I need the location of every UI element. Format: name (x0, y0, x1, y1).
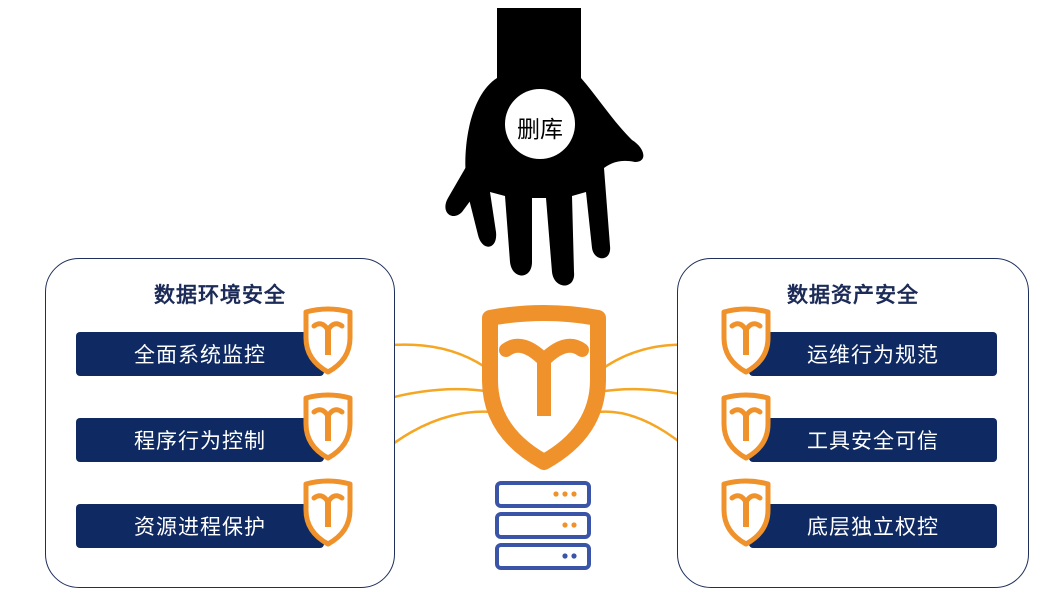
left-item-program-behavior: 程序行为控制 (76, 418, 324, 462)
right-item-independent-control: 底层独立权控 (749, 504, 997, 548)
right-panel-title: 数据资产安全 (787, 283, 919, 307)
hand-label: 删库 (517, 117, 563, 143)
hand-label-circle (505, 89, 575, 159)
central-shield-icon (482, 305, 606, 470)
right-item-ops-behavior: 运维行为规范 (749, 332, 997, 376)
right-item-tool-security: 工具安全可信 (749, 418, 997, 462)
left-item-system-monitoring: 全面系统监控 (76, 332, 324, 376)
left-item-process-protection: 资源进程保护 (76, 504, 324, 548)
hand-icon (445, 8, 644, 286)
server-icon (495, 481, 591, 570)
left-panel-title: 数据环境安全 (154, 283, 286, 307)
